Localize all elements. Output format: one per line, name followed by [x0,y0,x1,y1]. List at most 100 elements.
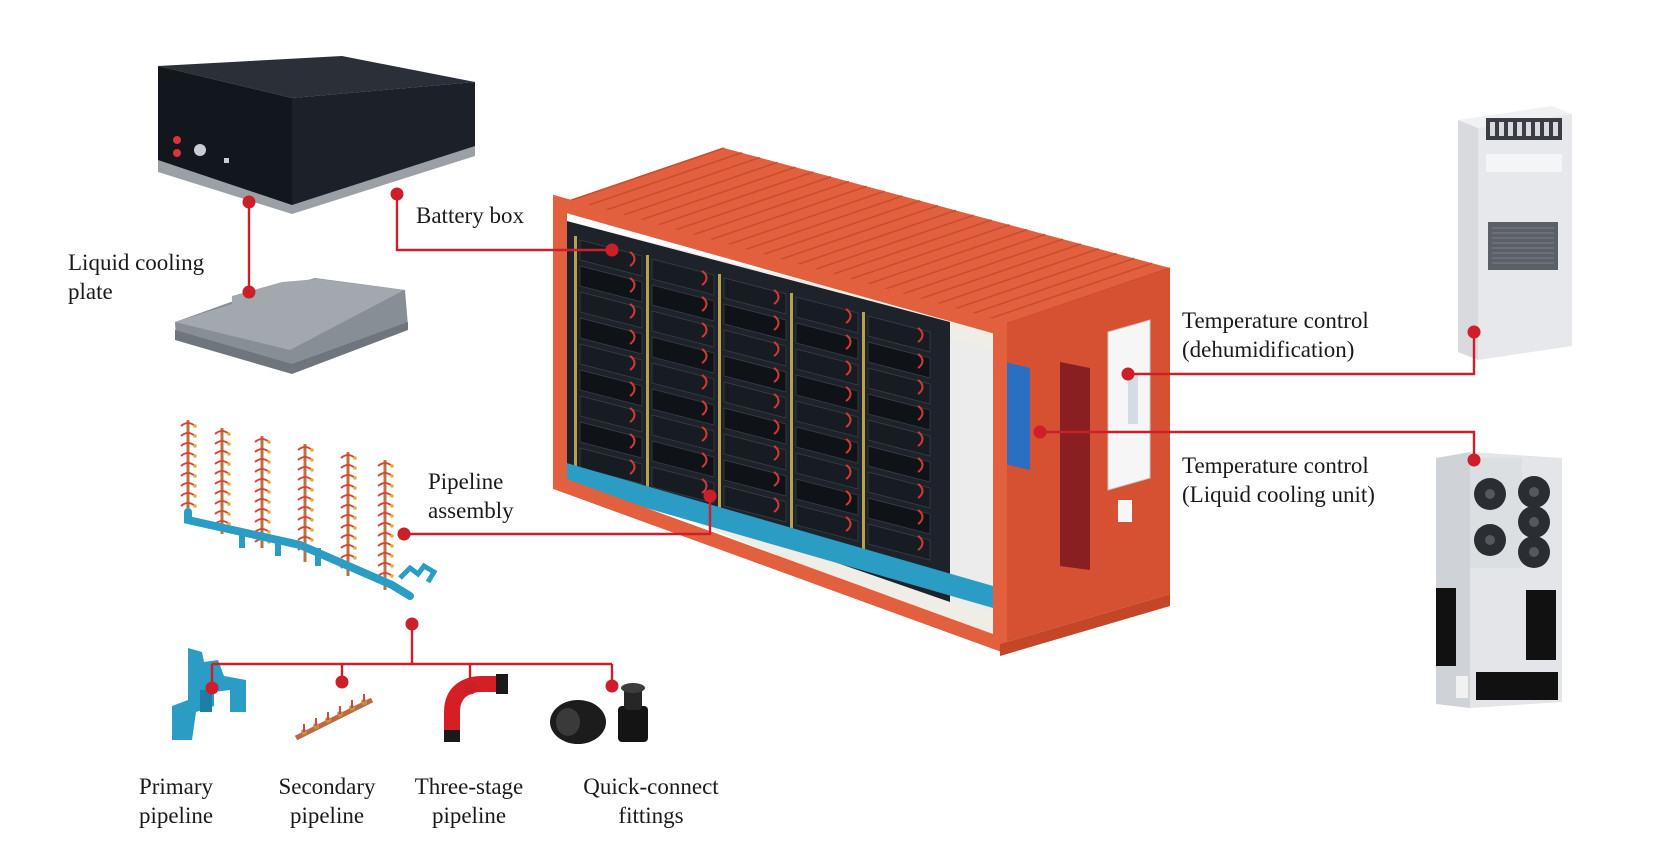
riser-fitting [390,554,394,558]
riser-fitting [193,454,197,458]
battery-module [651,310,715,348]
module-cable [701,452,708,468]
module-cable [917,405,924,421]
riser-fitting [227,432,231,436]
label-temp-control-liquid-line1: Temperature control [1182,453,1369,478]
label-liquid-cooling-plate: Liquid cooling plate [68,248,204,306]
battery-module [651,440,715,478]
battery-module [867,393,931,431]
riser-fitting [310,508,314,512]
riser-fitting [390,474,394,478]
riser-fitting [227,472,231,476]
battery-module [795,322,859,360]
roof-rib [858,228,1028,288]
battery-module [723,355,787,393]
battery-module [723,303,787,341]
label-secondary-pipeline: Secondary pipeline [252,772,402,830]
module-cable [845,464,852,480]
battery-module [795,296,859,334]
riser-fitting [353,456,357,460]
roof-rib [577,152,743,210]
riser-fitting [310,458,314,462]
riser-fitting [227,442,231,446]
module-cable [845,360,852,376]
leader-dehumidification [1128,332,1476,376]
leader-lines [210,194,1476,688]
label-temp-control-liquid-cooling: Temperature control (Liquid cooling unit… [1182,451,1375,509]
battery-module [579,369,643,407]
roof-rib [982,262,1153,322]
battery-module [867,471,931,509]
battery-module [579,265,643,303]
riser-fitting [193,464,197,468]
roof-rib [594,156,760,215]
fan-hub [1485,489,1495,499]
label-quick-connect-line1: Quick-connect [583,774,719,799]
riser-fitting [390,524,394,528]
battery-module [579,421,643,459]
label-three-stage-pipeline-line1: Three-stage [414,774,524,799]
riser-fitting [353,556,357,560]
secondary-pipeline-icon [294,694,374,741]
leader-dots [205,187,1481,695]
module-cable [773,315,780,331]
quick-connect-fittings-icon [550,683,648,744]
roof-rib [806,214,975,274]
module-cable [701,426,708,442]
module-cable [629,407,636,423]
label-primary-pipeline-line1: Primary [138,774,214,799]
roof-rib [946,252,1117,313]
module-cable [701,374,708,390]
rack-post [574,236,577,486]
module-cable [773,471,780,487]
battery-module [723,277,787,315]
battery-module [867,315,931,353]
label-three-stage-pipeline: Three-stage pipeline [394,772,544,830]
riser-fitting [390,574,394,578]
battery-module [723,329,787,367]
module-cable [629,251,636,267]
battery-module [651,414,715,452]
fan-hub [1529,547,1539,557]
vent-slot [1526,122,1531,136]
roof-rib [876,233,1046,293]
riser-fitting [310,478,314,482]
riser-fitting [390,534,394,538]
battery-module [795,348,859,386]
label-battery-box: Battery box [416,201,524,230]
battery-module [795,504,859,542]
module-cable [773,393,780,409]
vent-slot [1517,122,1522,136]
module-cable [845,308,852,324]
label-quick-connect-line2: fittings [618,803,684,828]
riser-fitting [193,444,197,448]
primary-pipeline-icon [172,648,246,740]
liquid-cooling-unit-illustration [1436,452,1562,708]
label-battery-box-text: Battery box [416,203,524,228]
battery-module [651,388,715,426]
module-cable [629,433,636,449]
module-cable [701,322,708,338]
battery-module [867,523,931,561]
fan-hub [1485,535,1495,545]
battery-module [723,407,787,445]
riser-fitting [227,482,231,486]
battery-module [867,341,931,379]
riser-fitting [267,450,271,454]
module-cable [629,381,636,397]
roof-rib [612,161,778,220]
module-cable [845,438,852,454]
riser-fitting [353,546,357,550]
fan-hub [1529,487,1539,497]
riser-fitting [193,424,197,428]
label-quick-connect-fittings: Quick-connect fittings [566,772,736,830]
riser-fitting [390,504,394,508]
riser-fitting [267,480,271,484]
battery-module [867,367,931,405]
riser-fitting [353,526,357,530]
battery-module [651,466,715,504]
battery-module [867,445,931,483]
label-secondary-pipeline-line1: Secondary [278,774,376,799]
module-cable [773,419,780,435]
vent-slot [1508,122,1513,136]
